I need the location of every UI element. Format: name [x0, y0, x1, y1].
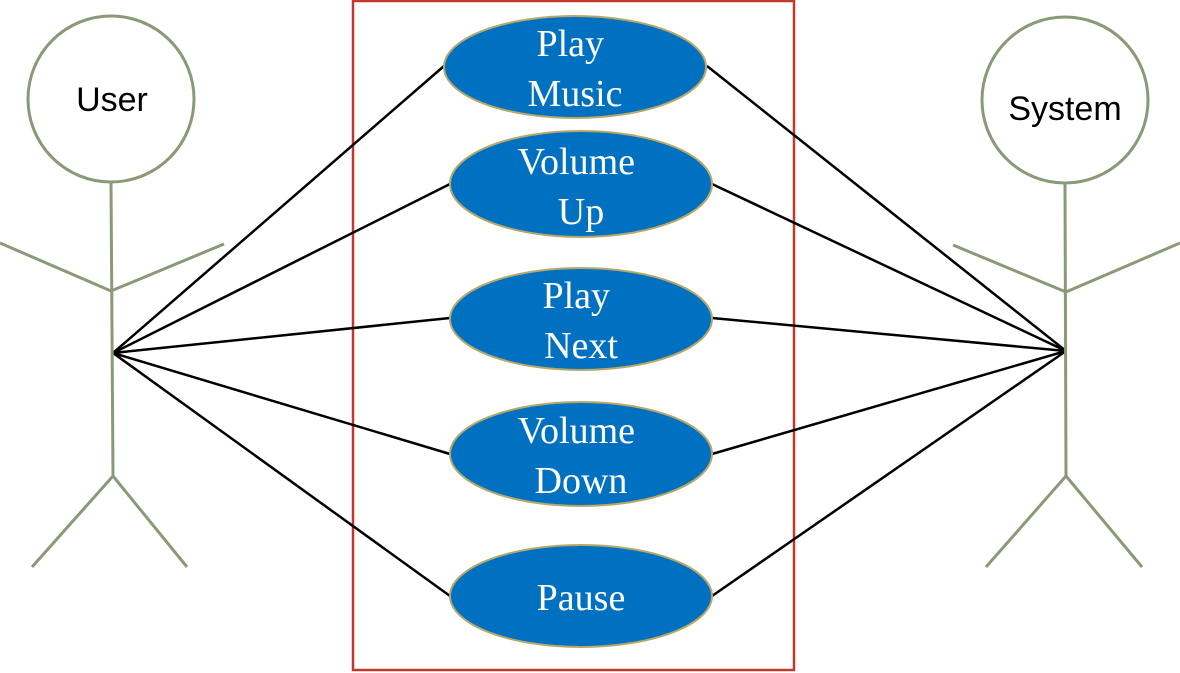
association-user-pause: [112, 351, 451, 598]
use-case-volume-up-line-2: Up: [558, 191, 604, 233]
actor-system-right-leg: [1064, 475, 1144, 568]
actor-system-left-arm: [952, 243, 1067, 294]
actor-system: System: [952, 15, 1180, 568]
association-system-play-next: [711, 316, 1067, 353]
use-case-pause-ellipse: [449, 544, 713, 648]
association-user-volume-up: [112, 182, 451, 355]
actor-system-body: [1063, 182, 1068, 477]
use-case-play-music-ellipse: [443, 15, 707, 119]
association-user-play-music: [112, 65, 445, 354]
use-case-volume-up-label: Volume Up: [517, 141, 644, 233]
use-case-play-next-line-1: Play: [542, 275, 610, 317]
actor-user-right-arm: [110, 242, 225, 293]
user-associations: [112, 65, 451, 598]
actor-user-label: User: [76, 81, 148, 119]
association-user-play-next: [112, 316, 451, 355]
use-case-play-music-label: Play Music: [528, 23, 623, 115]
system-boundary: [351, 0, 796, 672]
actor-user-right-leg: [111, 475, 189, 568]
use-case-volume-up-ellipse: [449, 130, 713, 238]
use-case-volume-down: Volume Down: [449, 401, 713, 507]
actor-system-left-leg: [984, 475, 1068, 568]
actor-system-label: System: [1008, 90, 1121, 128]
use-case-play-next-label: Play Next: [542, 275, 619, 367]
use-case-volume-up: Volume Up: [449, 130, 713, 238]
use-case-volume-down-line-2: Down: [535, 460, 628, 502]
use-case-pause-line-1: Pause: [537, 577, 626, 619]
actor-system-right-arm: [1065, 241, 1180, 294]
use-case-play-next-ellipse: [449, 267, 713, 371]
actor-user-body: [109, 181, 115, 477]
use-case-volume-down-label: Volume Down: [517, 410, 644, 502]
association-system-pause: [711, 349, 1067, 598]
system-associations: [706, 65, 1067, 598]
use-case-pause-label: Pause: [537, 577, 626, 619]
use-case-play-next-line-2: Next: [544, 325, 618, 367]
association-system-play-music: [706, 65, 1067, 352]
actor-user-left-leg: [30, 475, 115, 568]
use-case-volume-up-line-1: Volume: [517, 141, 635, 183]
association-system-volume-down: [711, 349, 1067, 456]
association-system-volume-up: [711, 182, 1067, 353]
actor-user: User: [0, 14, 225, 568]
use-case-pause: Pause: [449, 544, 713, 648]
use-case-play-music: Play Music: [443, 15, 707, 119]
association-user-volume-down: [112, 351, 451, 456]
use-case-play-next: Play Next: [449, 267, 713, 371]
use-case-volume-down-ellipse: [449, 401, 713, 507]
use-case-volume-down-line-1: Volume: [517, 410, 635, 452]
actor-user-left-arm: [0, 241, 112, 293]
use-case-play-music-line-1: Play: [536, 23, 604, 65]
use-case-play-music-line-2: Music: [528, 73, 623, 115]
